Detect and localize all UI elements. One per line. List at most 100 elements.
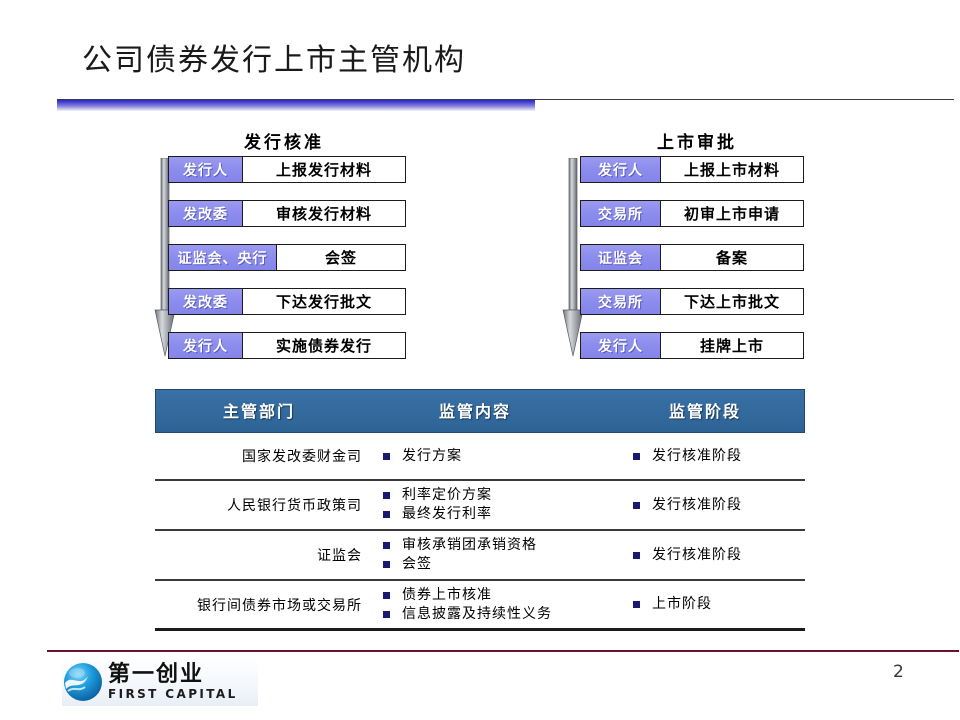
stage-bullet-item: 发行核准阶段 [633, 496, 742, 515]
flow-step-action: 上报上市材料 [683, 161, 780, 179]
cell-department: 银行间债券市场或交易所 [197, 597, 362, 614]
flow-step-action: 审核发行材料 [275, 205, 372, 223]
flow-title: 发行核准 [244, 133, 324, 153]
flow-rows: 发行人上报上市材料交易所初审上市申请证监会备案交易所下达上市批文发行人挂牌上市 [580, 156, 804, 359]
cell-content: 审核承销团承销资格会签 [383, 531, 537, 579]
cell-department: 人民银行货币政策司 [227, 498, 362, 514]
content-bullet-label: 利率定价方案 [402, 487, 492, 503]
table-row: 证监会 审核承销团承销资格会签 发行核准阶段 [155, 531, 805, 581]
content-bullet-label: 最终发行利率 [402, 506, 492, 522]
content-bullet-item: 审核承销团承销资格 [383, 536, 537, 555]
footer-divider-line [47, 650, 959, 652]
stage-bullet-label: 发行核准阶段 [652, 496, 742, 513]
logo-english-name: FIRST CAPITAL [108, 686, 238, 701]
flow-step: 证监会 备案 [580, 244, 804, 271]
flow-step-action: 下达发行批文 [275, 293, 372, 311]
cell-department: 证监会 [317, 548, 362, 564]
flow-step-actor: 交易所 [581, 289, 661, 314]
table-body: 国家发改委财金司发行方案发行核准阶段人民银行货币政策司利率定价方案最终发行利率发… [155, 433, 805, 631]
content-bullet-label: 债券上市核准 [402, 586, 492, 603]
cell-stage: 发行核准阶段 [633, 531, 742, 579]
flow-step-action: 上报发行材料 [275, 161, 372, 179]
flow-step-actor: 发行人 [581, 333, 661, 358]
bullet-square-icon [383, 561, 390, 568]
flow-step-action: 会签 [324, 249, 357, 267]
flow-step-action: 挂牌上市 [699, 337, 764, 355]
page-number: 2 [893, 662, 904, 682]
table-row: 国家发改委财金司 发行方案 发行核准阶段 [155, 433, 805, 481]
table-header-row: 主管部门 监管内容 监管阶段 [155, 389, 805, 433]
bullet-square-icon [383, 542, 390, 549]
flow-step: 交易所 初审上市申请 [580, 200, 804, 227]
cell-stage: 发行核准阶段 [633, 433, 742, 479]
content-bullet-item: 发行方案 [383, 447, 462, 466]
down-arrow-icon [562, 157, 584, 358]
cell-stage: 上市阶段 [633, 581, 712, 628]
cell-department: 国家发改委财金司 [242, 449, 362, 465]
bullet-square-icon [383, 610, 390, 618]
content-bullet-item: 信息披露及持续性义务 [383, 605, 552, 624]
flow-step-action: 备案 [715, 249, 748, 267]
flow-step-actor: 发行人 [169, 157, 243, 182]
flow-step-actor: 发改委 [169, 289, 243, 314]
flow-step: 发行人 上报发行材料 [168, 156, 406, 183]
logo-text: 第一创业 FIRST CAPITAL [108, 661, 238, 702]
flow-step: 发行人 实施债券发行 [168, 332, 406, 359]
flow-step-action: 初审上市申请 [683, 205, 780, 223]
table-row: 银行间债券市场或交易所 债券上市核准信息披露及持续性义务 上市阶段 [155, 581, 805, 631]
content-bullet-item: 会签 [383, 555, 537, 574]
column-header-department: 主管部门 [223, 402, 296, 421]
flow-step: 发行人 上报上市材料 [580, 156, 804, 183]
bullet-square-icon [383, 591, 390, 599]
flow-step: 发改委 下达发行批文 [168, 288, 406, 315]
column-header-content: 监管内容 [439, 402, 512, 421]
flow-step: 证监会、央行 会签 [168, 244, 406, 271]
content-bullet-item: 利率定价方案 [383, 486, 492, 505]
content-bullet-item: 债券上市核准 [383, 586, 552, 605]
bullet-square-icon [633, 501, 640, 509]
content-bullet-label: 发行方案 [402, 447, 462, 464]
stage-bullet-item: 发行核准阶段 [633, 546, 742, 565]
bullet-square-icon [633, 551, 640, 559]
cell-content: 利率定价方案最终发行利率 [383, 481, 492, 529]
stage-bullet-label: 上市阶段 [652, 596, 712, 612]
flow-step: 发行人 挂牌上市 [580, 332, 804, 359]
flow-step-actor: 证监会 [581, 245, 661, 270]
content-bullet-item: 最终发行利率 [383, 505, 492, 524]
title-divider-line [57, 99, 954, 100]
flow-rows: 发行人上报发行材料发改委审核发行材料证监会、央行会签发改委下达发行批文发行人实施… [168, 156, 406, 359]
stage-bullet-item: 发行核准阶段 [633, 447, 742, 466]
cell-stage: 发行核准阶段 [633, 481, 742, 529]
page-title: 公司债券发行上市主管机构 [82, 43, 466, 78]
stage-bullet-label: 发行核准阶段 [652, 546, 742, 563]
flow-title: 上市审批 [657, 133, 737, 153]
bullet-square-icon [633, 601, 640, 608]
table-row: 人民银行货币政策司 利率定价方案最终发行利率 发行核准阶段 [155, 481, 805, 531]
bullet-square-icon [383, 511, 390, 518]
content-bullet-label: 会签 [402, 556, 432, 572]
bullet-square-icon [383, 452, 390, 460]
flow-step: 发改委 审核发行材料 [168, 200, 406, 227]
flow-step-actor: 发改委 [169, 201, 243, 226]
logo-chinese-name: 第一创业 [108, 661, 205, 687]
regulators-table: 主管部门 监管内容 监管阶段 国家发改委财金司发行方案发行核准阶段人民银行货币政… [155, 389, 805, 631]
flow-step-actor: 发行人 [581, 157, 661, 182]
column-header-stage: 监管阶段 [669, 402, 742, 421]
content-bullet-label: 审核承销团承销资格 [402, 537, 537, 553]
flow-step-actor: 交易所 [581, 201, 661, 226]
stage-bullet-item: 上市阶段 [633, 595, 712, 614]
flow-step-action: 下达上市批文 [683, 293, 780, 311]
flow-step: 交易所 下达上市批文 [580, 288, 804, 315]
company-logo: 第一创业 FIRST CAPITAL [62, 658, 258, 706]
stage-bullet-label: 发行核准阶段 [652, 447, 742, 464]
content-bullet-label: 信息披露及持续性义务 [402, 605, 552, 622]
cell-content: 债券上市核准信息披露及持续性义务 [383, 581, 552, 628]
flow-step-actor: 发行人 [169, 333, 243, 358]
title-gradient-bar [57, 100, 535, 111]
bullet-square-icon [383, 492, 390, 499]
bullet-square-icon [633, 452, 640, 460]
globe-icon [62, 661, 104, 703]
flow-step-action: 实施债券发行 [275, 337, 372, 355]
flow-step-actor: 证监会、央行 [169, 245, 277, 270]
cell-content: 发行方案 [383, 433, 462, 479]
